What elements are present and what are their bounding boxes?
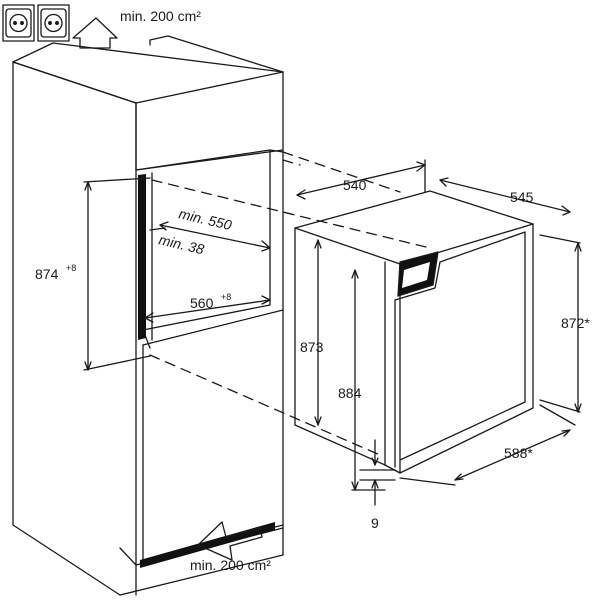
appliance xyxy=(294,190,534,474)
appliance-height-total-label: 884 xyxy=(338,385,362,401)
projection-lines xyxy=(149,151,431,456)
niche-gap-label: min. 38 xyxy=(157,231,206,257)
appliance-dimensions xyxy=(296,159,582,506)
air-arrow-diagonal-icon xyxy=(197,521,263,561)
niche-width-label: 560 xyxy=(190,295,214,311)
niche-dimensions xyxy=(83,177,271,371)
appliance-depth-label: 545 xyxy=(510,189,534,205)
door-offset-label: 9 xyxy=(371,515,379,531)
niche-height-label: 874 xyxy=(35,266,59,282)
door-width-label: 588* xyxy=(504,445,533,461)
vent-top-label: min. 200 cm² xyxy=(120,8,201,24)
appliance-height-body-label: 873 xyxy=(300,339,324,355)
niche-width-tolerance: +8 xyxy=(221,292,231,302)
door-height-label: 872* xyxy=(561,315,590,331)
vent-bottom-label: min. 200 cm² xyxy=(190,557,271,573)
power-socket-icon xyxy=(37,4,70,42)
air-arrow-up-icon xyxy=(72,17,118,49)
appliance-width-label: 540 xyxy=(343,177,367,193)
niche-depth-label: min. 550 xyxy=(177,205,233,233)
power-socket-icon xyxy=(2,4,35,42)
niche-height-tolerance: +8 xyxy=(66,263,76,273)
niche-side-strip xyxy=(138,174,146,340)
